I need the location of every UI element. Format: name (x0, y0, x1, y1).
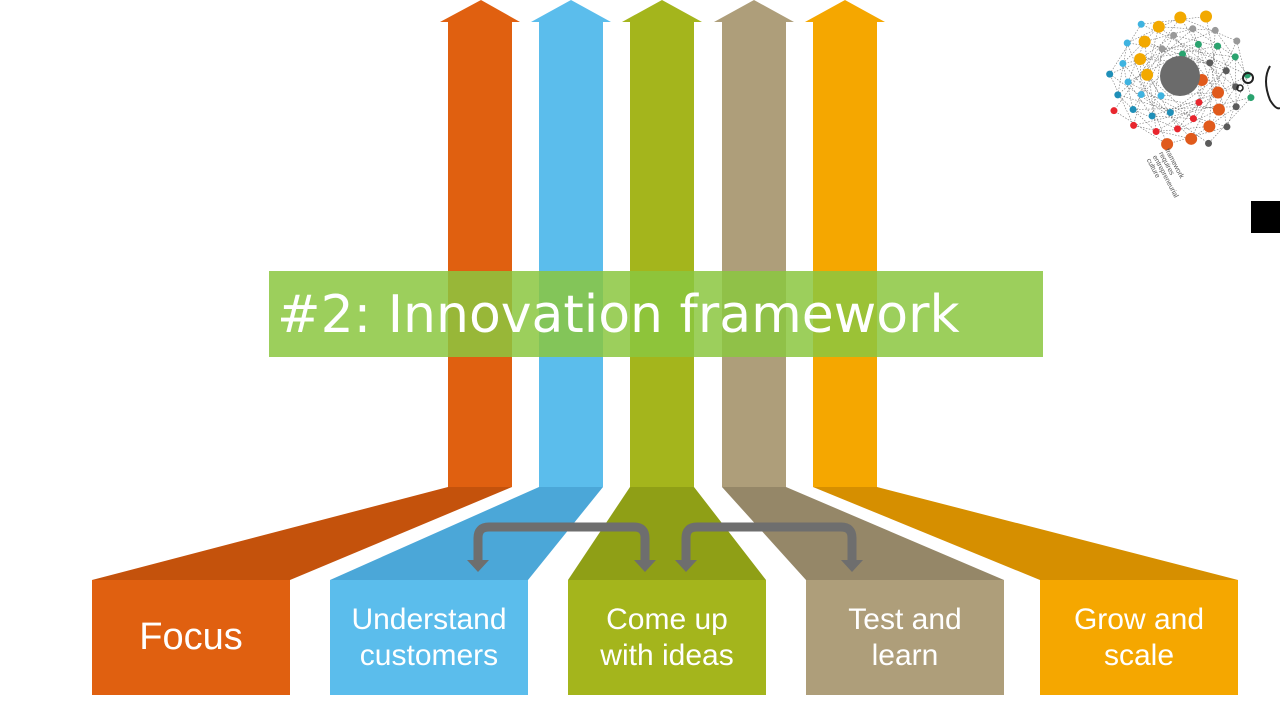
stage-ramp (568, 487, 766, 580)
page-title: #2: Innovation framework (277, 285, 960, 345)
logo-center-dot (1160, 56, 1200, 96)
logo-dark-block (1251, 201, 1280, 233)
stage-arrow (531, 0, 611, 487)
stage-label: Focus (139, 615, 243, 658)
stage-arrow (714, 0, 794, 487)
stage-arrow (622, 0, 702, 487)
stage-ramp (722, 487, 1004, 580)
stage-ramp (330, 487, 603, 580)
stage-box (330, 580, 528, 695)
stage-box (806, 580, 1004, 695)
title-banner (269, 271, 1043, 357)
stage-ramp (92, 487, 512, 580)
stage-arrow (805, 0, 885, 487)
connector-arrow (467, 522, 656, 572)
stage-arrow (440, 0, 520, 487)
stage-ramp (813, 487, 1238, 580)
stage-box (568, 580, 766, 695)
stage-box (92, 580, 290, 695)
stage-box (1040, 580, 1238, 695)
connector-arrow (675, 522, 863, 572)
logo-thought-bubble (1265, 65, 1280, 110)
